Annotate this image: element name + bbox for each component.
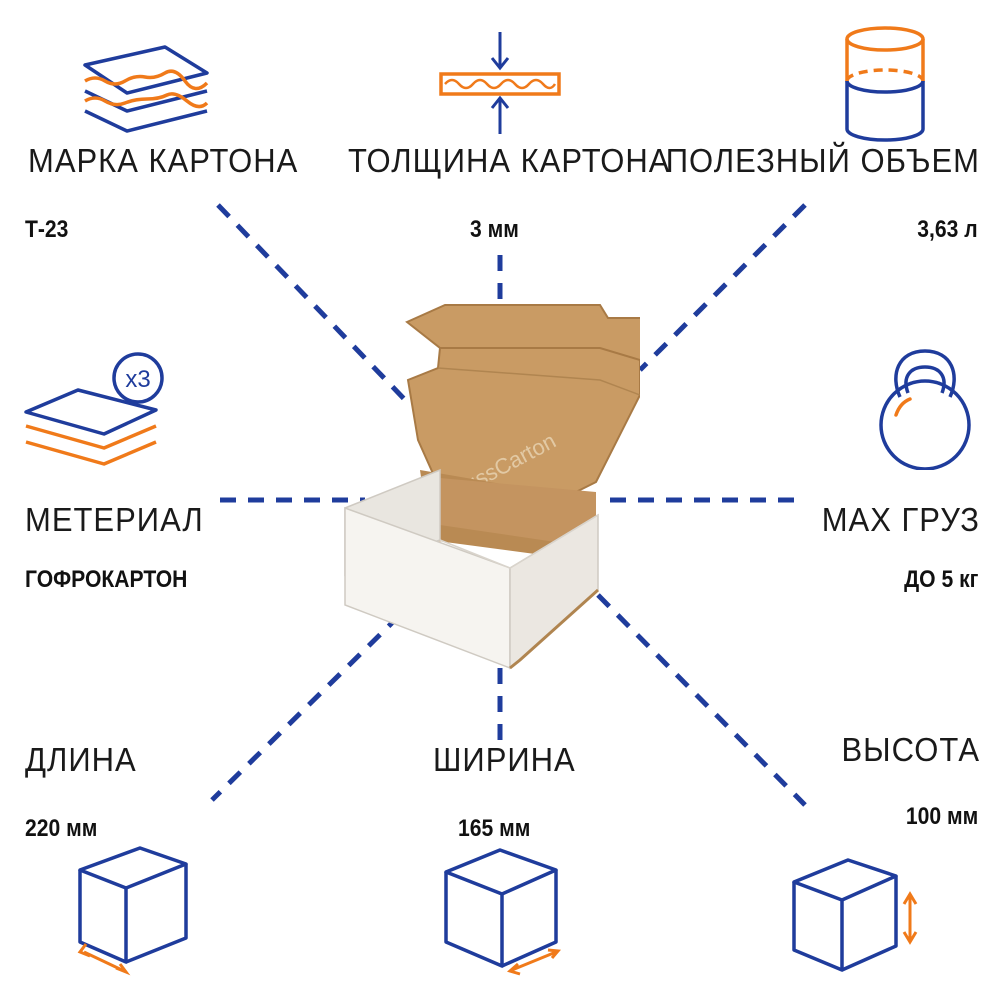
brand-value: Т-23 — [25, 216, 69, 243]
mailer-box-photo: RussCarton — [344, 304, 640, 670]
max-load-label: MAX ГРУЗ — [821, 500, 980, 539]
width-label: ШИРИНА — [433, 740, 576, 779]
badge-text: x3 — [125, 366, 150, 393]
length-value: 220 мм — [25, 815, 98, 842]
cube-height-icon — [792, 858, 918, 972]
material-label: МЕТЕРИАЛ — [25, 500, 204, 539]
cylinder-volume-icon — [845, 26, 925, 142]
thickness-label: ТОЛЩИНА КАРТОНА — [348, 141, 671, 180]
length-label: ДЛИНА — [25, 740, 137, 779]
thickness-arrows-icon — [439, 32, 561, 134]
thickness-value: 3 мм — [470, 216, 519, 243]
cardboard-layers-icon — [83, 45, 209, 133]
cube-width-icon — [444, 848, 562, 976]
brand-label: МАРКА КАРТОНА — [28, 141, 299, 180]
height-value: 100 мм — [905, 803, 978, 830]
volume-label: ПОЛЕЗНЫЙ ОБЪЕМ — [665, 141, 980, 180]
width-value: 165 мм — [458, 815, 531, 842]
stacked-sheets-icon: x3 — [24, 352, 164, 466]
height-label: ВЫСОТА — [841, 730, 980, 769]
volume-value: 3,63 л — [917, 216, 978, 243]
kettlebell-icon — [879, 349, 971, 470]
max-load-value: ДО 5 кг — [903, 566, 978, 593]
cube-length-icon — [77, 846, 188, 976]
material-value: ГОФРОКАРТОН — [25, 566, 188, 593]
x3-badge — [112, 352, 164, 404]
